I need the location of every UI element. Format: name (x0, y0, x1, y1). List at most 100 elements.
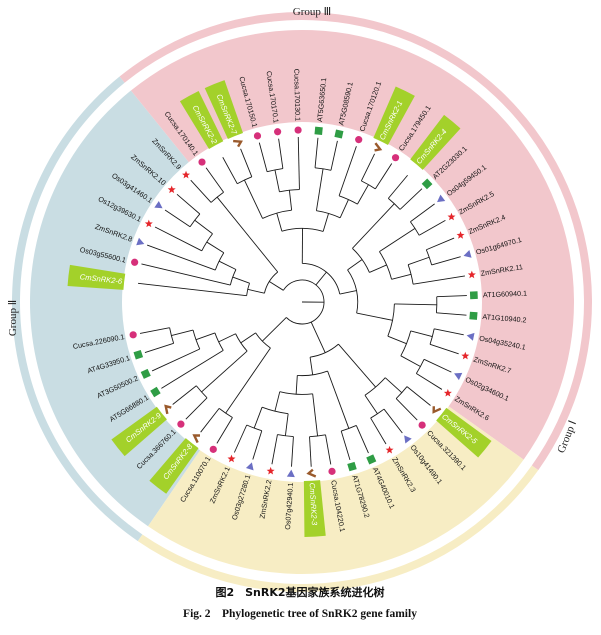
branch-line (195, 332, 216, 341)
branch-line (141, 263, 231, 286)
hook-marker (432, 406, 442, 414)
hook-marker (374, 142, 383, 152)
square-marker (469, 311, 478, 320)
star-marker (144, 219, 153, 228)
triangle-marker (245, 462, 254, 471)
group-2-label: Group Ⅱ (7, 300, 19, 336)
circle-marker (418, 421, 426, 429)
leaf-highlight-band (179, 90, 224, 150)
triangle-marker (463, 250, 472, 258)
branch-line (146, 244, 216, 271)
square-marker (347, 461, 357, 472)
branch-line (295, 375, 298, 395)
star-marker (443, 388, 452, 397)
square-marker (133, 349, 144, 360)
branch-line (384, 377, 403, 394)
branch-line (394, 303, 437, 306)
branch-line (161, 349, 224, 389)
triangle-marker (466, 332, 475, 341)
circle-marker (355, 136, 363, 144)
circle-marker (198, 158, 206, 166)
branch-line (383, 408, 403, 434)
branch-line (395, 398, 418, 421)
branch-line (338, 343, 376, 388)
branch-line (416, 373, 443, 390)
branch-line (271, 434, 278, 465)
triangle-marker (136, 237, 145, 246)
leaf-markers (129, 126, 478, 478)
hook-marker (164, 404, 172, 415)
branch-line (340, 430, 351, 461)
group-band-sector (148, 406, 524, 574)
branch-line (431, 256, 461, 266)
branch-line (200, 408, 220, 433)
leaf-label: AT1G60940.1 (483, 289, 528, 300)
branch-line (258, 142, 268, 172)
branch-line (407, 256, 430, 266)
branch-line (310, 321, 326, 353)
branch-line (429, 343, 459, 355)
circle-marker (274, 128, 282, 136)
leaf-highlight-band (204, 80, 243, 140)
star-marker (461, 351, 470, 360)
branch-line (314, 137, 319, 168)
leaf-label: AT1G10940.2 (482, 312, 527, 325)
branch-line (413, 275, 465, 285)
branch-line (315, 168, 324, 211)
branch-line (325, 434, 332, 465)
leaf-label: Os07g42940.1 (283, 482, 295, 530)
branch-line (194, 219, 213, 235)
branch-line (240, 148, 253, 178)
branch-line (201, 350, 248, 393)
triangle-marker (437, 194, 446, 203)
group-band-sector (130, 29, 575, 460)
branch-line (291, 436, 294, 467)
branch-line (274, 169, 280, 192)
circle-marker (328, 467, 336, 475)
star-marker (182, 170, 191, 179)
branch-line (261, 317, 287, 342)
branch-line (232, 276, 250, 284)
leaf-highlight-band (373, 86, 415, 145)
triangle-marker (404, 435, 412, 444)
group-ring-segment (12, 76, 143, 542)
triangle-marker (454, 372, 463, 381)
branch-line (391, 273, 412, 280)
leaf-highlight-band (303, 480, 326, 537)
square-marker (140, 368, 151, 379)
branch-line (356, 312, 393, 321)
branch-line (190, 179, 212, 203)
star-marker (167, 185, 176, 194)
leaf-highlight-band (436, 407, 492, 458)
branch-line (252, 430, 263, 460)
branch-line (338, 146, 357, 196)
branch-line (322, 213, 329, 232)
branch-line (410, 203, 435, 223)
branch-line (312, 393, 319, 437)
branch-line (315, 271, 327, 286)
highlight-bands (67, 80, 492, 537)
branch-line (297, 137, 300, 190)
triangle-marker (154, 200, 163, 209)
branch-line (339, 199, 349, 219)
branch-line (144, 342, 174, 354)
branch-line (240, 332, 256, 344)
leaf-highlight-band (67, 264, 126, 290)
branch-line (138, 282, 247, 297)
star-marker (447, 212, 456, 221)
square-marker (421, 178, 433, 190)
leaf-highlight-band (149, 438, 199, 494)
branch-line (423, 358, 452, 373)
branch-line (347, 259, 363, 271)
branch-line (355, 425, 369, 454)
branch-line (244, 179, 263, 219)
branch-line (339, 290, 357, 295)
branch-line (247, 288, 265, 294)
caption-chinese: 图2 SnRK2基因家族系统进化树 (215, 585, 384, 599)
circle-marker (253, 132, 262, 140)
circle-marker (391, 154, 400, 162)
star-marker (227, 454, 236, 463)
branch-line (216, 417, 233, 444)
branch-line (216, 196, 279, 273)
